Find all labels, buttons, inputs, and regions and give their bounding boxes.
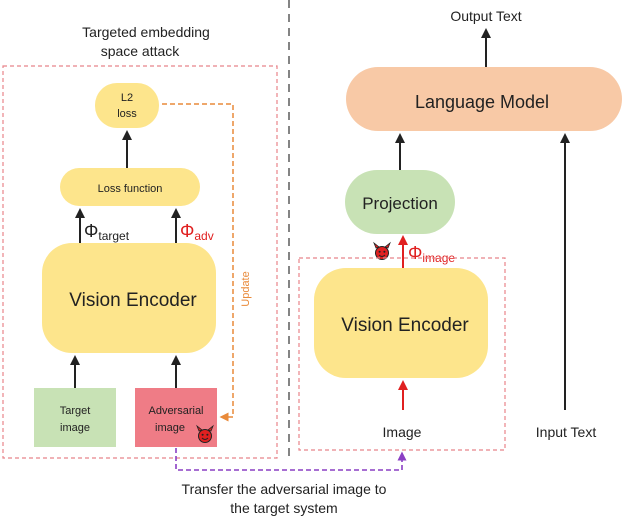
adversarial-image-label-line2: image <box>155 422 185 434</box>
projection-node <box>345 170 455 234</box>
devil-icon-projection <box>373 241 391 260</box>
left-title-line2: space attack <box>101 43 181 59</box>
output-text-label: Output Text <box>450 8 521 24</box>
update-label: Update <box>240 271 252 306</box>
target-image-node <box>34 388 116 447</box>
left-vision-encoder-node <box>42 243 216 353</box>
update-feedback-line <box>162 103 234 422</box>
image-label: Image <box>383 424 422 440</box>
left-title-line1: Targeted embedding <box>82 24 210 40</box>
transfer-label-line1: Transfer the adversarial image to <box>182 481 387 497</box>
loss-function-node <box>60 168 200 206</box>
transfer-label-line2: the target system <box>230 500 337 516</box>
right-vision-encoder-label: Vision Encoder <box>341 315 469 336</box>
loss-function-label: Loss function <box>98 183 163 195</box>
left-vision-encoder-label: Vision Encoder <box>69 290 197 311</box>
phi-adv-label: Φadv <box>180 221 214 243</box>
input-text-label: Input Text <box>536 424 597 440</box>
devil-icon <box>196 424 214 443</box>
phi-target-label: Φtarget <box>84 221 130 243</box>
l2-loss-label-line1: L2 <box>121 92 133 104</box>
target-image-label-line1: Target <box>60 405 91 417</box>
target-system-dashed-frame <box>298 257 506 451</box>
attack-dashed-frame <box>2 65 278 459</box>
phi-image-label: Φimage <box>408 243 455 265</box>
target-image-label-line2: image <box>60 422 90 434</box>
transfer-arrow <box>175 448 407 471</box>
language-model-node <box>346 67 622 131</box>
right-vision-encoder-node <box>314 268 488 378</box>
l2-loss-label-line2: loss <box>117 108 137 120</box>
adversarial-image-label-line1: Adversarial <box>148 405 203 417</box>
language-model-label: Language Model <box>415 92 549 112</box>
projection-label: Projection <box>362 194 438 213</box>
l2-loss-node <box>95 83 159 128</box>
